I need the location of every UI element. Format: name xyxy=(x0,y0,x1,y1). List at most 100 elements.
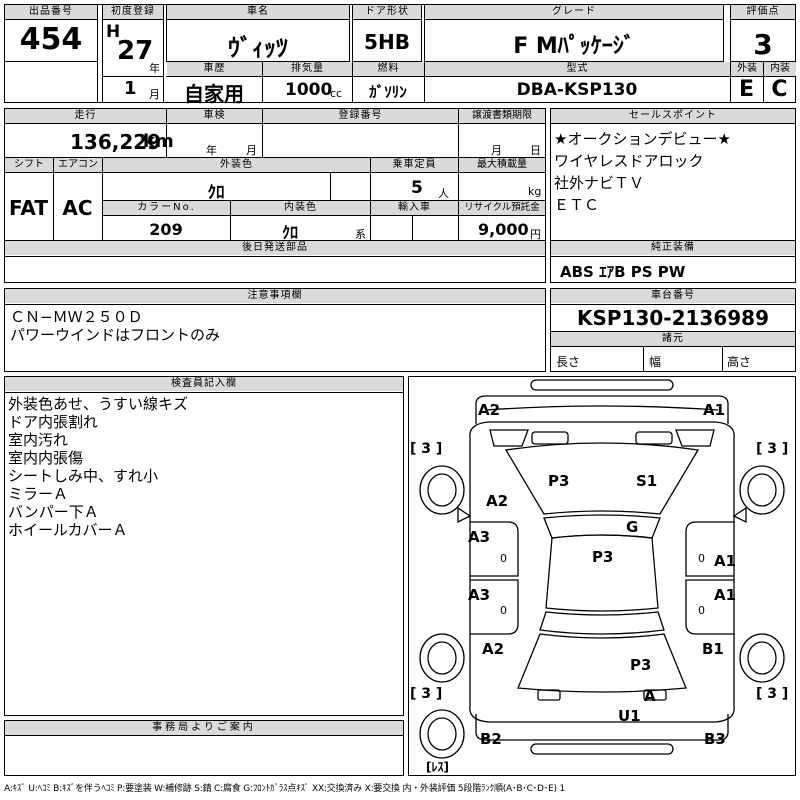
inspection-label: 車検 xyxy=(167,109,262,123)
mark-zero: 0 xyxy=(500,552,507,565)
capacity-label: 乗車定員 xyxy=(371,158,458,172)
displacement-value: 1000 xyxy=(285,80,333,100)
registration-number-label: 登録番号 xyxy=(263,109,458,123)
lot-number: 454 xyxy=(19,22,83,57)
sales-point-item: 社外ナビＴＶ xyxy=(554,174,645,192)
import-label: 輸入車 xyxy=(371,201,458,215)
width-label: 幅 xyxy=(649,355,662,369)
mark-p3-trunk: P3 xyxy=(630,656,651,674)
notes-section xyxy=(4,288,546,372)
exterior-color-label: 外装色 xyxy=(103,158,370,172)
model-label: 型式 xyxy=(425,62,730,76)
car-diagram: A2 A1 P3 S1 G A2 A3 P3 A1 A3 A1 A2 B1 P3… xyxy=(410,379,788,774)
mark-a1-right-front-door: A1 xyxy=(714,552,736,570)
inspector-note-line: シートしみ中、すれ小 xyxy=(8,467,159,485)
standard-equipment-label: 純正装備 xyxy=(551,241,795,255)
color-number-label: カラーNo. xyxy=(103,201,230,215)
color-number-value: 209 xyxy=(149,220,183,239)
mark-a2-left-rear: A2 xyxy=(482,640,504,658)
tire-front-right: [ 3 ] xyxy=(756,441,788,457)
max-load-label: 最大積載量 xyxy=(459,158,545,172)
legend-text: A:ｷｽﾞ U:ﾍｺﾐ B:ｷｽﾞを伴うﾍｺﾐ P:要塗装 W:補修跡 S:錆 … xyxy=(4,784,565,794)
door-type-label: ドア形状 xyxy=(353,5,421,19)
mark-a2-left-fender: A2 xyxy=(486,492,508,510)
mark-a3-left-front-door: A3 xyxy=(468,528,490,546)
score-value: 3 xyxy=(753,28,773,61)
notes-label: 注意事項欄 xyxy=(5,289,545,303)
mark-p3-hood-left: P3 xyxy=(548,472,569,490)
interior-grade: C xyxy=(771,77,788,102)
vehicle-info-section xyxy=(4,108,546,283)
exterior-grade-label: 外装 xyxy=(731,62,763,76)
shift-value: FAT xyxy=(9,196,48,220)
interior-color-label: 内装色 xyxy=(231,201,370,215)
recycle-deposit-label: リサイクル預託金 xyxy=(459,201,545,215)
inspector-note-line: 室内汚れ xyxy=(8,431,69,449)
lot-cell xyxy=(4,4,98,103)
sales-points-label: セールスポイント xyxy=(551,109,795,123)
inspector-note-line: ホイールカバーＡ xyxy=(8,521,128,539)
fuel-label: 燃料 xyxy=(353,62,424,76)
mark-b1-right-rear: B1 xyxy=(702,640,724,658)
mark-a1-front-right: A1 xyxy=(703,401,725,419)
damage-diagram-section xyxy=(408,376,796,776)
sales-point-item: ＥＴＣ xyxy=(554,196,600,214)
registration-year: 27 xyxy=(117,36,154,66)
displacement-label: 排気量 xyxy=(263,62,352,76)
sales-points-section xyxy=(550,108,796,283)
car-name-label: 車名 xyxy=(167,5,349,19)
interior-color-value: ｸﾛ xyxy=(281,223,298,242)
inspector-notes-label: 検査員記入欄 xyxy=(5,377,403,391)
recycle-deposit-value: 9,000 xyxy=(478,220,529,239)
history-label: 車歴 xyxy=(167,62,262,76)
chassis-number: KSP130-2136989 xyxy=(576,306,770,330)
mark-zero: 0 xyxy=(500,604,507,617)
length-label: 長さ xyxy=(556,355,581,369)
inspector-note-line: バンパー下Ａ xyxy=(8,503,99,521)
specs-label: 諸元 xyxy=(551,332,795,346)
exterior-color-value: ｸﾛ xyxy=(207,183,225,203)
mark-a3-left-rear-door: A3 xyxy=(468,586,490,604)
fuel-value: ｶﾞｿﾘﾝ xyxy=(369,83,407,101)
office-info-section xyxy=(4,720,404,776)
exterior-grade: E xyxy=(738,77,755,102)
tire-rear-right: [ 3 ] xyxy=(756,686,788,702)
mark-b3-rear-right: B3 xyxy=(704,730,726,748)
height-label: 高さ xyxy=(727,355,752,369)
aircon-value: AC xyxy=(62,196,93,220)
grade-label: グレード xyxy=(425,5,723,19)
first-registration-label: 初度登録 xyxy=(103,5,163,19)
mileage-value: 136,229 xyxy=(70,130,162,154)
mark-b2-rear-left: B2 xyxy=(480,730,502,748)
history-value: 自家用 xyxy=(184,82,244,106)
inspector-note-line: 外装色あせ、うすい線キズ xyxy=(8,395,189,413)
standard-equipment-value: ABS ｴｱB PS PW xyxy=(560,263,686,281)
score-label: 評価点 xyxy=(731,5,795,19)
later-parts-label: 後日発送部品 xyxy=(5,241,545,255)
mark-zero: 0 xyxy=(698,604,705,617)
mark-a2-front-left: A2 xyxy=(478,401,500,419)
mark-p3-roof: P3 xyxy=(592,548,613,566)
lot-label: 出品番号 xyxy=(5,5,97,19)
inspector-note-line: ドア内張割れ xyxy=(8,413,99,431)
grade-value: F Mﾊﾟｯｹｰｼﾞ xyxy=(513,34,635,59)
chassis-number-label: 車台番号 xyxy=(551,289,795,303)
era-letter: H xyxy=(106,22,121,42)
office-info-label: 事務局よりご案内 xyxy=(5,721,403,735)
aircon-label: エアコン xyxy=(54,158,102,172)
interior-grade-label: 内装 xyxy=(764,62,796,76)
tire-rear-left: [ 3 ] xyxy=(410,686,442,702)
note-line: ＣＮ−ＭＷ２５０Ｄ xyxy=(10,308,143,326)
transfer-deadline-label: 譲渡書類期限 xyxy=(459,109,545,123)
model-value: DBA-KSP130 xyxy=(516,80,638,100)
inspector-note-line: 室内内張傷 xyxy=(8,449,84,467)
mark-u1-rear: U1 xyxy=(618,707,641,725)
spare-tire-label: [ﾚｽ] xyxy=(426,760,449,774)
mark-s1-hood-right: S1 xyxy=(636,472,657,490)
mark-a1-right-rear-door: A1 xyxy=(714,586,736,604)
inspector-note-line: ミラーＡ xyxy=(8,485,69,503)
tire-front-left: [ 3 ] xyxy=(410,441,442,457)
car-name: ｳﾞｨｯﾂ xyxy=(228,34,288,62)
mark-a-rear-bumper: A xyxy=(644,687,656,705)
door-type: 5HB xyxy=(364,30,410,54)
